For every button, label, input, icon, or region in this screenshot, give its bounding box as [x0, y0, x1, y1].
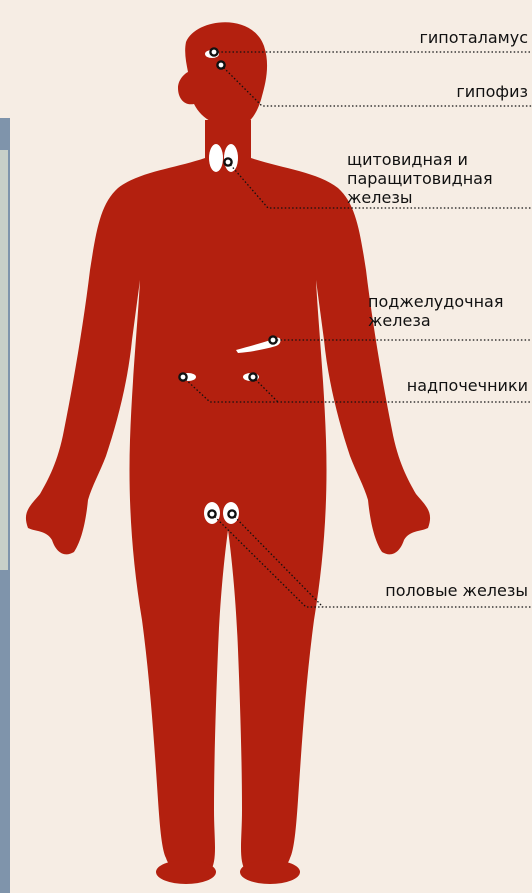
adrenal-right-dot: [249, 373, 256, 380]
left-photo-highlight: [0, 150, 8, 570]
label-thyroid-line1: щитовидная и: [347, 150, 528, 169]
label-pancreas: поджелудочная железа: [368, 292, 528, 330]
right-foot: [240, 860, 300, 884]
thyroid-left-lobe: [209, 144, 223, 172]
label-thyroid-line2: паращитовидная: [347, 169, 528, 188]
pancreas-dot: [269, 336, 276, 343]
thyroid-dot: [224, 158, 231, 165]
label-gonads: половые железы: [385, 581, 528, 600]
hypothalamus-dot: [210, 48, 217, 55]
adrenal-left-dot: [179, 373, 186, 380]
label-hypothalamus: гипоталамус: [419, 28, 528, 47]
gonad-right-dot: [228, 510, 235, 517]
gonad-left-dot: [208, 510, 215, 517]
label-adrenals: надпочечники: [407, 376, 528, 395]
label-pituitary: гипофиз: [456, 82, 528, 101]
label-thyroid: щитовидная и паращитовидная железы: [347, 150, 528, 207]
label-thyroid-line3: железы: [347, 188, 528, 207]
label-pancreas-line1: поджелудочная: [368, 292, 528, 311]
label-pancreas-line2: железа: [368, 311, 528, 330]
pituitary-dot: [217, 61, 224, 68]
left-foot: [156, 860, 216, 884]
